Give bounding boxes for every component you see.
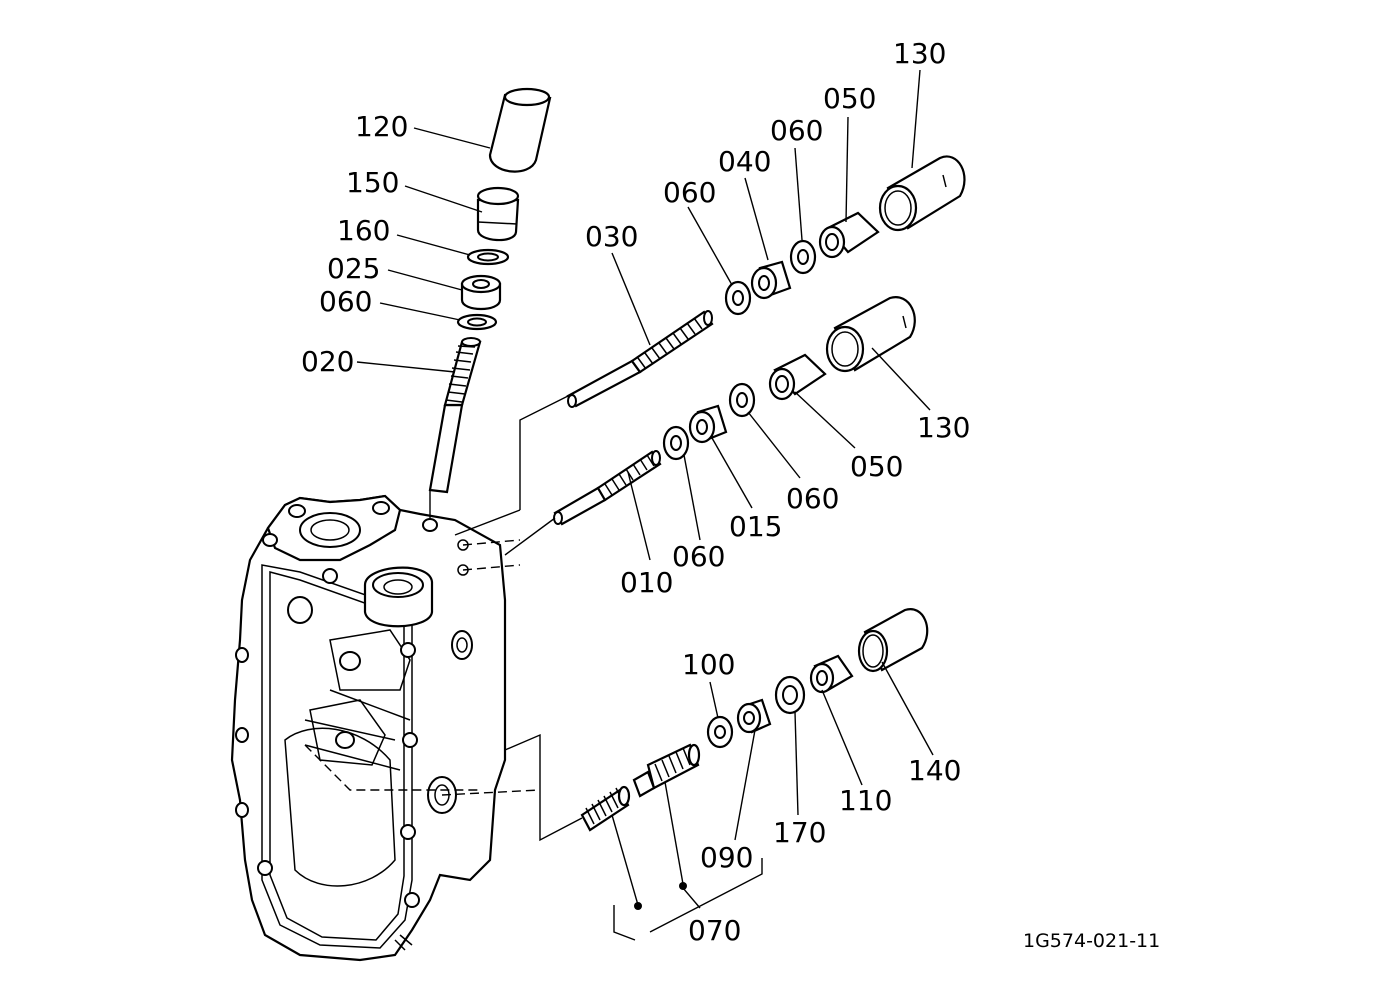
label-030: 030 <box>585 220 638 253</box>
label-120: 120 <box>355 110 408 143</box>
label-040: 040 <box>718 145 771 178</box>
label-060: 060 <box>770 114 823 147</box>
assembly-lines <box>429 395 763 941</box>
upper-valve-stack <box>566 155 966 408</box>
part-labels: 120 150 160 025 060 020 030 060 040 060 … <box>301 37 1160 952</box>
label-060: 060 <box>672 540 725 573</box>
valve-housing <box>230 494 541 962</box>
label-130: 130 <box>893 37 946 70</box>
label-100: 100 <box>682 648 735 681</box>
label-060: 060 <box>786 482 839 515</box>
label-140: 140 <box>908 754 961 787</box>
label-130: 130 <box>917 411 970 444</box>
label-110: 110 <box>839 784 892 817</box>
drawing-code: 1G574-021-11 <box>1023 930 1160 952</box>
label-090: 090 <box>700 841 753 874</box>
label-170: 170 <box>773 816 826 849</box>
leader-lines <box>356 69 934 910</box>
label-015: 015 <box>729 510 782 543</box>
vertical-valve-stack <box>428 87 552 494</box>
label-070: 070 <box>688 914 741 947</box>
label-025: 025 <box>327 252 380 285</box>
lower-valve-stack <box>580 608 929 832</box>
label-050: 050 <box>850 450 903 483</box>
label-060: 060 <box>663 176 716 209</box>
label-060: 060 <box>319 285 372 318</box>
label-050: 050 <box>823 82 876 115</box>
label-160: 160 <box>337 214 390 247</box>
middle-valve-stack <box>553 296 916 526</box>
label-010: 010 <box>620 566 673 599</box>
label-150: 150 <box>346 166 399 199</box>
label-020: 020 <box>301 345 354 378</box>
